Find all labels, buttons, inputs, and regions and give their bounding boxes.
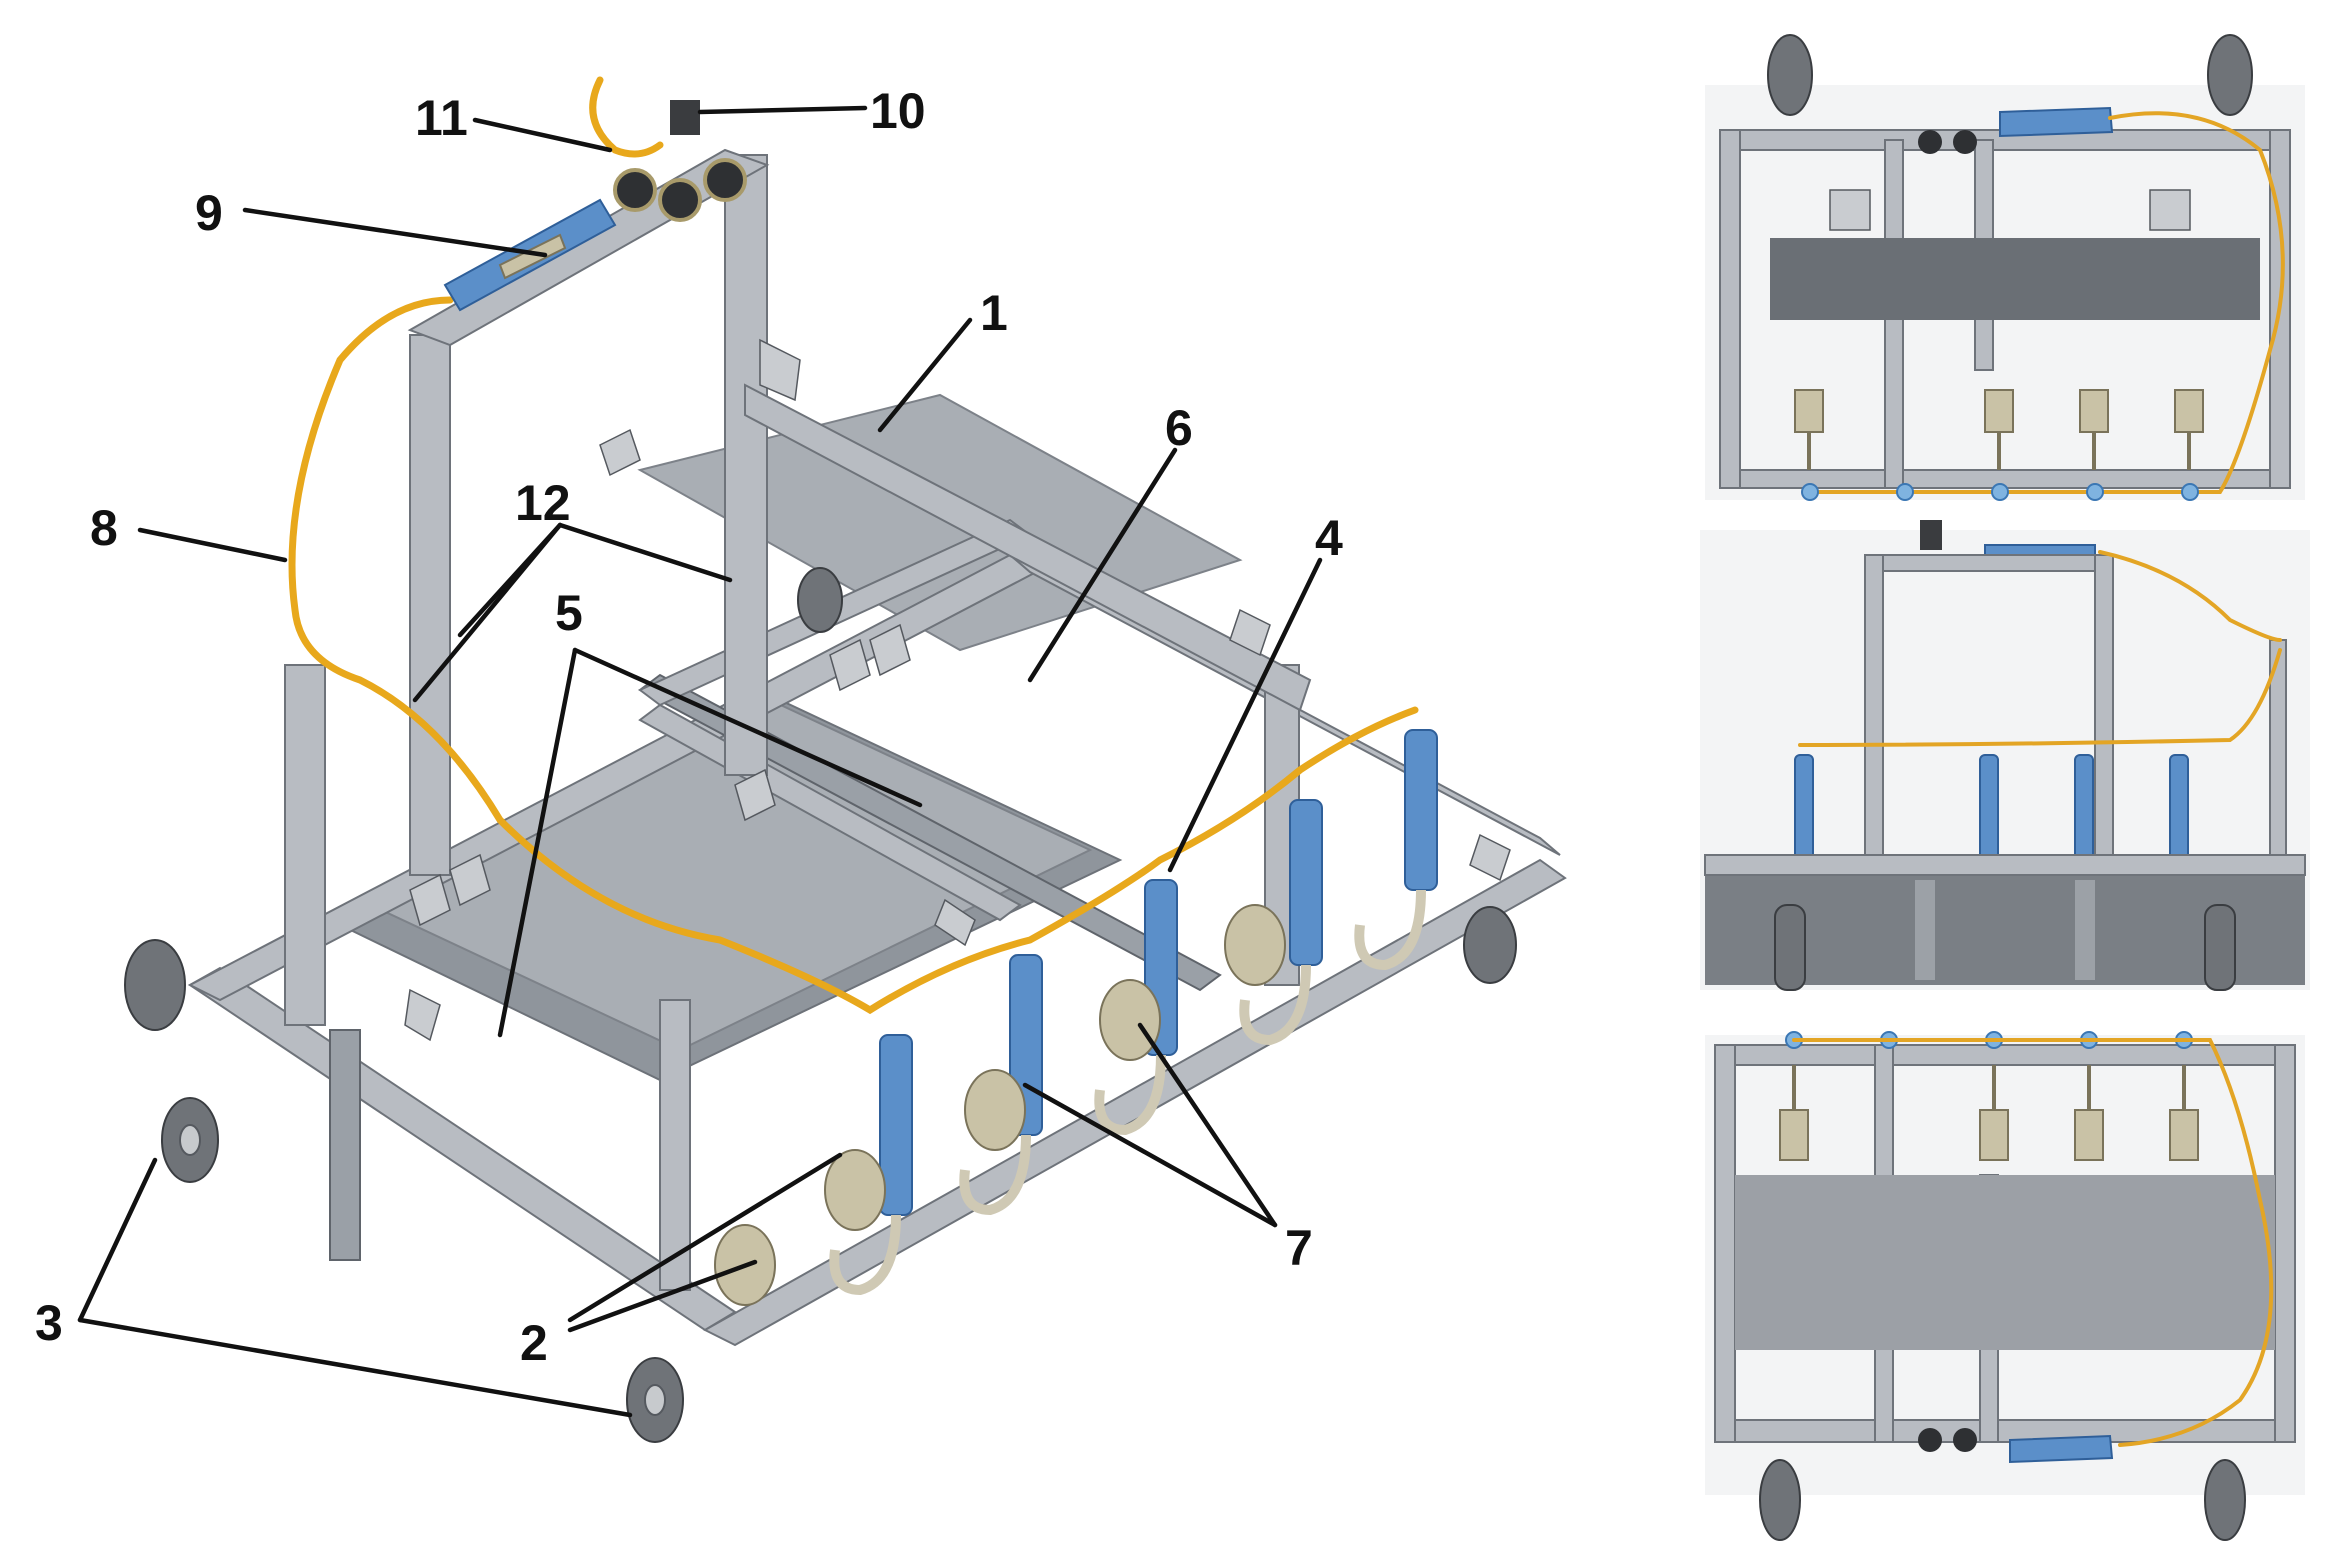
upright-right xyxy=(724,154,768,776)
leader-lines xyxy=(77,105,1323,1418)
callout-3: 3 xyxy=(35,1295,63,1351)
callout-labels: 1 2 3 4 5 6 7 8 9 10 11 12 xyxy=(35,83,1343,1371)
callout-11: 11 xyxy=(415,90,468,146)
callout-10: 10 xyxy=(870,83,926,139)
hooks xyxy=(829,889,1426,1296)
callout-1: 1 xyxy=(980,285,1008,341)
callout-4: 4 xyxy=(1315,510,1343,566)
callout-9: 9 xyxy=(195,185,223,241)
gusset-brackets xyxy=(404,428,1511,1042)
callout-5: 5 xyxy=(555,585,583,641)
upright-front-right xyxy=(659,999,691,1291)
callout-7: 7 xyxy=(1285,1220,1313,1276)
isometric-view: 1 2 3 4 5 6 7 8 9 10 11 12 xyxy=(35,76,1567,1443)
front-view xyxy=(1700,520,2310,991)
upright-front-left xyxy=(284,664,326,1026)
inclined-strut xyxy=(744,383,1312,712)
callout-2: 2 xyxy=(520,1315,548,1371)
casters xyxy=(124,567,1517,1443)
lower-left-post xyxy=(329,1029,361,1261)
top-view xyxy=(1705,34,2305,501)
bottom-view xyxy=(1705,1031,2305,1541)
service-unit xyxy=(613,100,747,222)
callout-6: 6 xyxy=(1165,400,1193,456)
upright-left xyxy=(409,334,451,876)
callout-8: 8 xyxy=(90,500,118,556)
strut-bracket xyxy=(759,338,801,402)
base-right-rail xyxy=(702,858,1567,1347)
callout-12: 12 xyxy=(515,475,571,531)
